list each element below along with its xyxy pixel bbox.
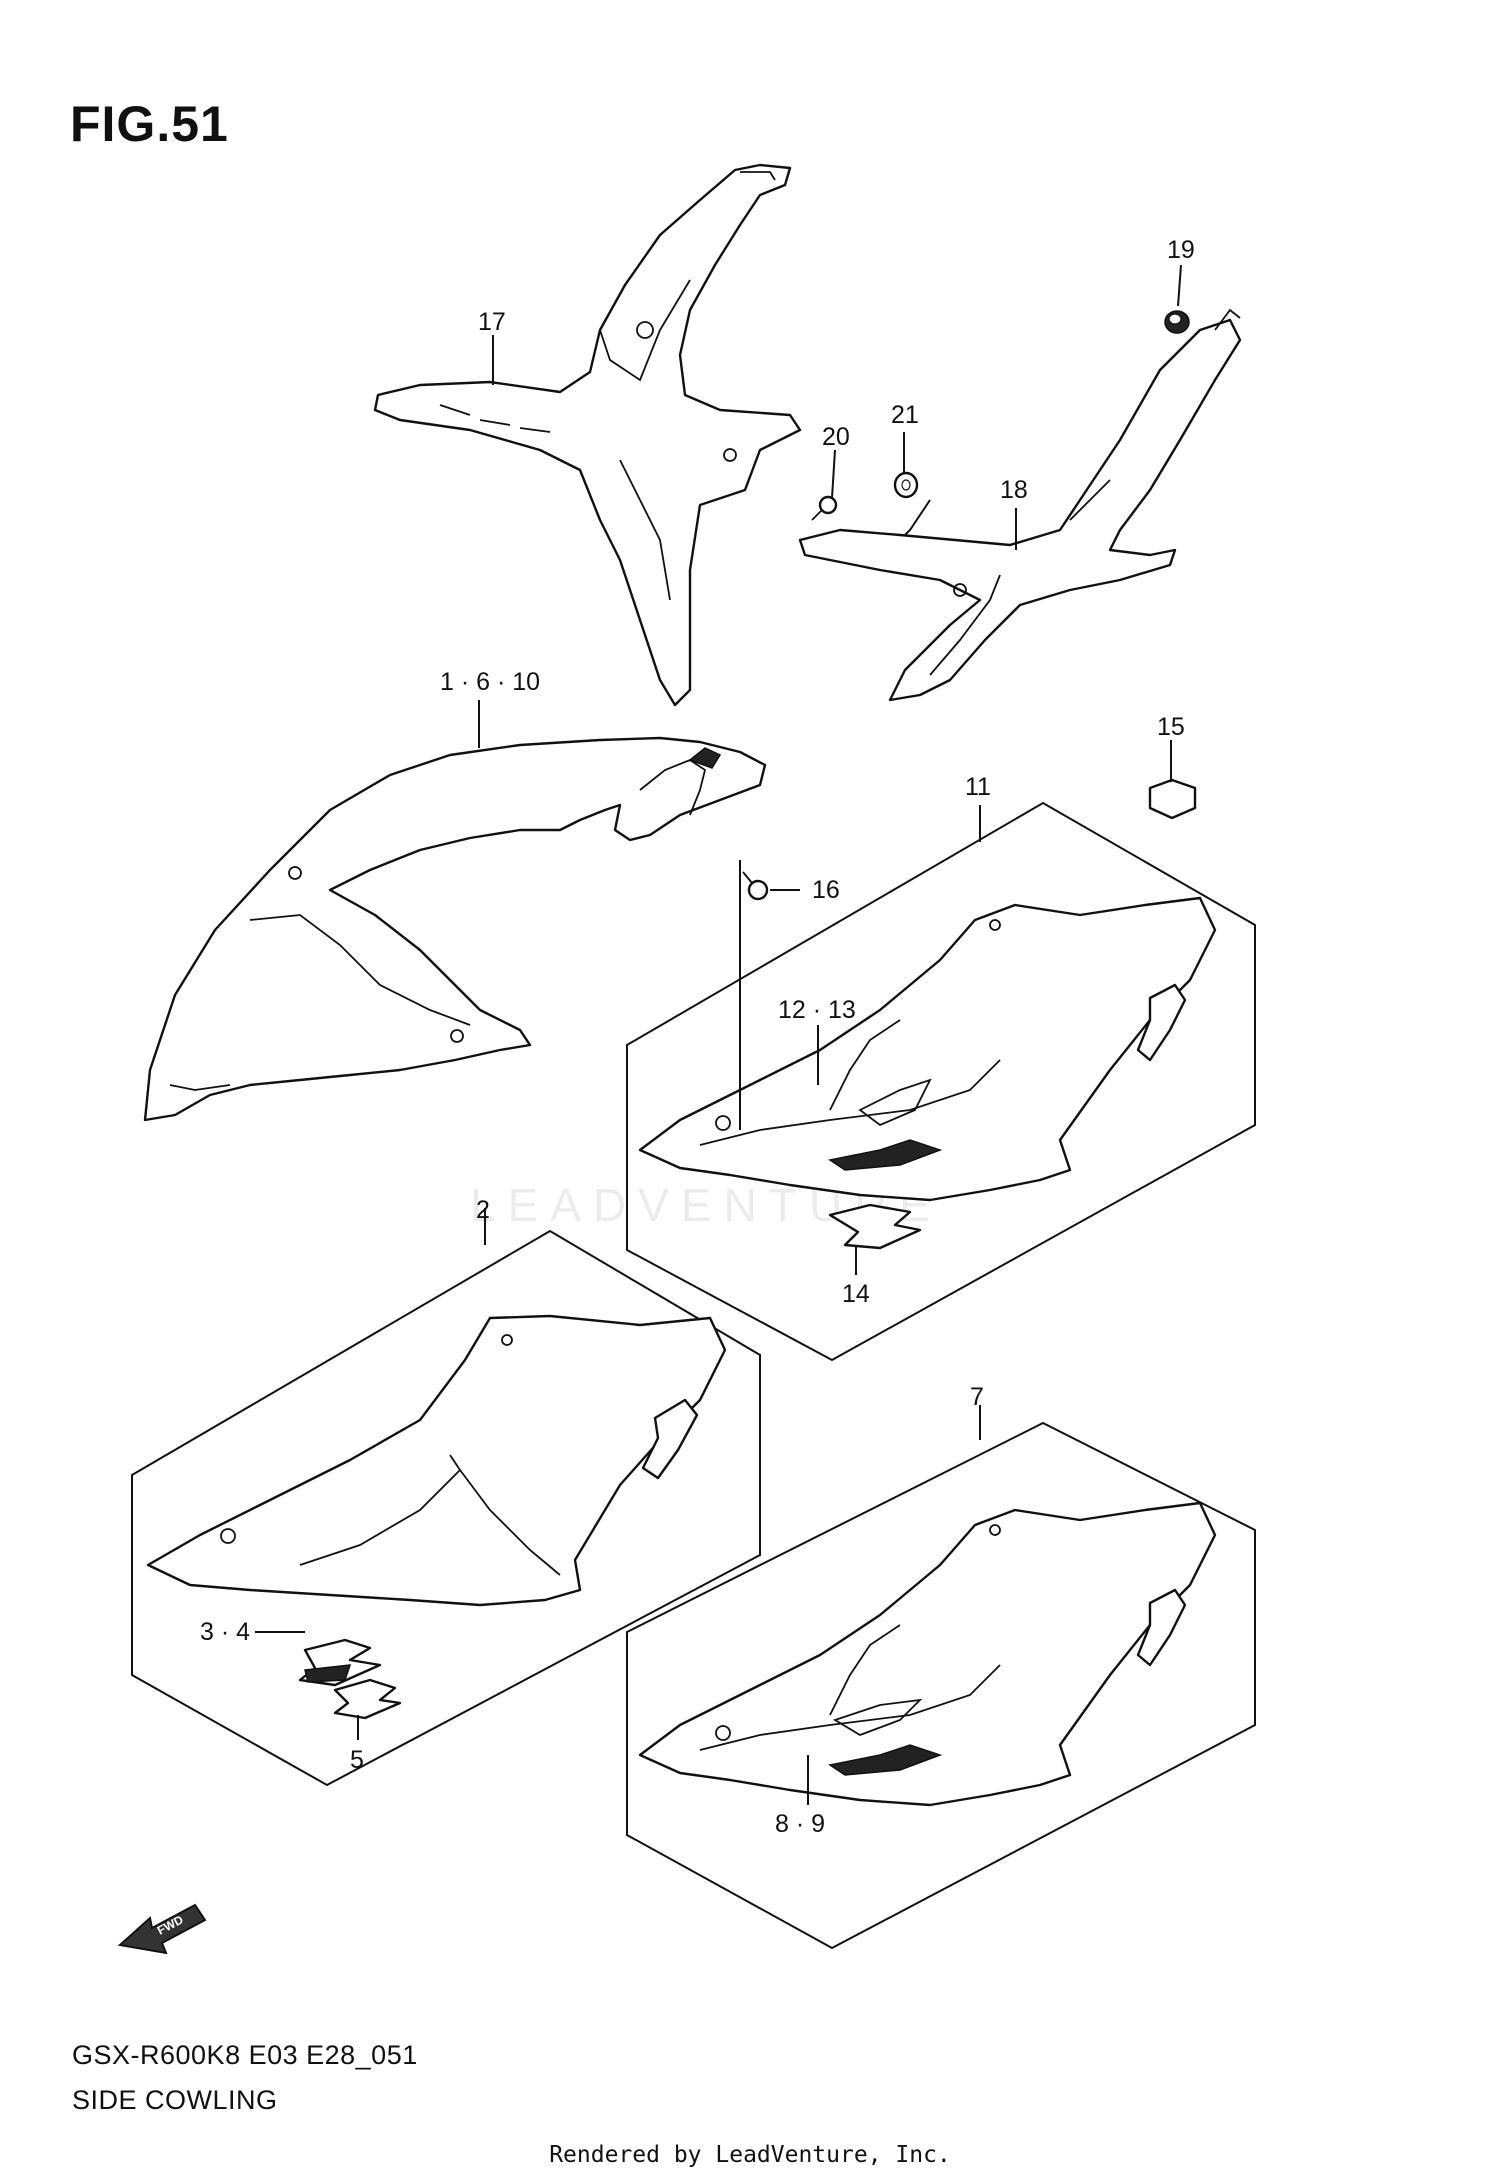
model-code: GSX-R600K8 E03 E28_051 [72,2040,418,2070]
part-21-nut[interactable] [893,471,919,499]
part-2-side-cowling[interactable] [146,1314,727,1607]
part-16-screw[interactable] [742,871,769,901]
callout-11: 11 [965,773,991,801]
part-1-6-10-upper-fairing[interactable] [143,736,767,1122]
fwd-arrow-icon: FWD [117,1903,207,1955]
callout-16: 16 [812,876,840,904]
callout-20: 20 [822,423,850,451]
callout-2: 2 [476,1196,490,1224]
callout-15: 15 [1157,713,1185,741]
part-15-pad[interactable] [1148,778,1197,820]
rendered-by-credit: Rendered by LeadVenture, Inc. [549,2142,951,2168]
figure-title: FIG.51 [70,96,229,152]
box-7 [626,1421,1256,1950]
callout-1-6-10: 1 · 6 · 10 [440,668,541,696]
part-19-grommet[interactable] [1164,310,1190,334]
leader-21b [899,499,931,541]
part-7-side-cowling[interactable] [638,1501,1217,1807]
callout-14: 14 [842,1280,870,1308]
part-5-r-decal[interactable] [333,1678,402,1720]
callout-17: 17 [478,308,506,336]
callout-3-4: 3 · 4 [200,1618,251,1646]
section-title: SIDE COWLING [72,2085,278,2115]
callout-5: 5 [350,1746,364,1774]
callout-8-9: 8 · 9 [775,1810,826,1838]
part-11-side-cowling[interactable] [638,896,1217,1202]
box-2 [131,1229,761,1787]
callout-7: 7 [970,1383,984,1411]
part-20-screw[interactable] [811,495,838,521]
callout-21: 21 [891,401,919,429]
callout-19: 19 [1167,236,1195,264]
callout-18: 18 [1000,476,1028,504]
part-17-inner-panel[interactable] [373,163,802,707]
leader-20 [831,449,836,499]
part-3-4-decal[interactable] [298,1638,382,1687]
part-14-r-decal[interactable] [828,1203,922,1250]
leader-19 [1177,264,1182,307]
callout-12-13: 12 · 13 [778,996,856,1024]
box-11 [626,801,1256,1362]
part-18-lower-bracket[interactable] [798,308,1242,702]
